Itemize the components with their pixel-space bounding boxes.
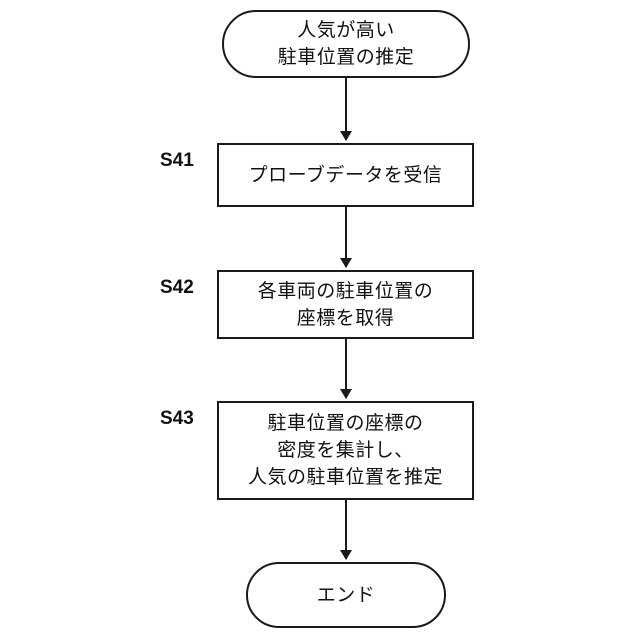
- s43-text-line-1: 駐車位置の座標の: [267, 410, 423, 437]
- end-text-line-1: エンド: [317, 582, 376, 609]
- s41-text-line-1: プローブデータを受信: [249, 162, 443, 189]
- start-terminal: 人気が高い 駐車位置の推定: [222, 10, 470, 78]
- process-box-s43: 駐車位置の座標の 密度を集計し、 人気の駐車位置を推定: [217, 401, 474, 500]
- s42-text-line-2: 座標を取得: [297, 305, 395, 332]
- step-label-s41: S41: [160, 150, 194, 172]
- process-box-s42: 各車両の駐車位置の 座標を取得: [217, 270, 474, 339]
- start-text-line-2: 駐車位置の推定: [278, 44, 415, 71]
- start-text-line-1: 人気が高い: [297, 17, 395, 44]
- step-label-s42: S42: [160, 277, 194, 299]
- s43-text-line-2: 密度を集計し、: [277, 437, 414, 464]
- end-terminal: エンド: [246, 562, 446, 628]
- step-label-s43: S43: [160, 408, 194, 430]
- s42-text-line-1: 各車両の駐車位置の: [258, 278, 434, 305]
- s43-text-line-3: 人気の駐車位置を推定: [248, 464, 443, 491]
- process-box-s41: プローブデータを受信: [217, 143, 474, 207]
